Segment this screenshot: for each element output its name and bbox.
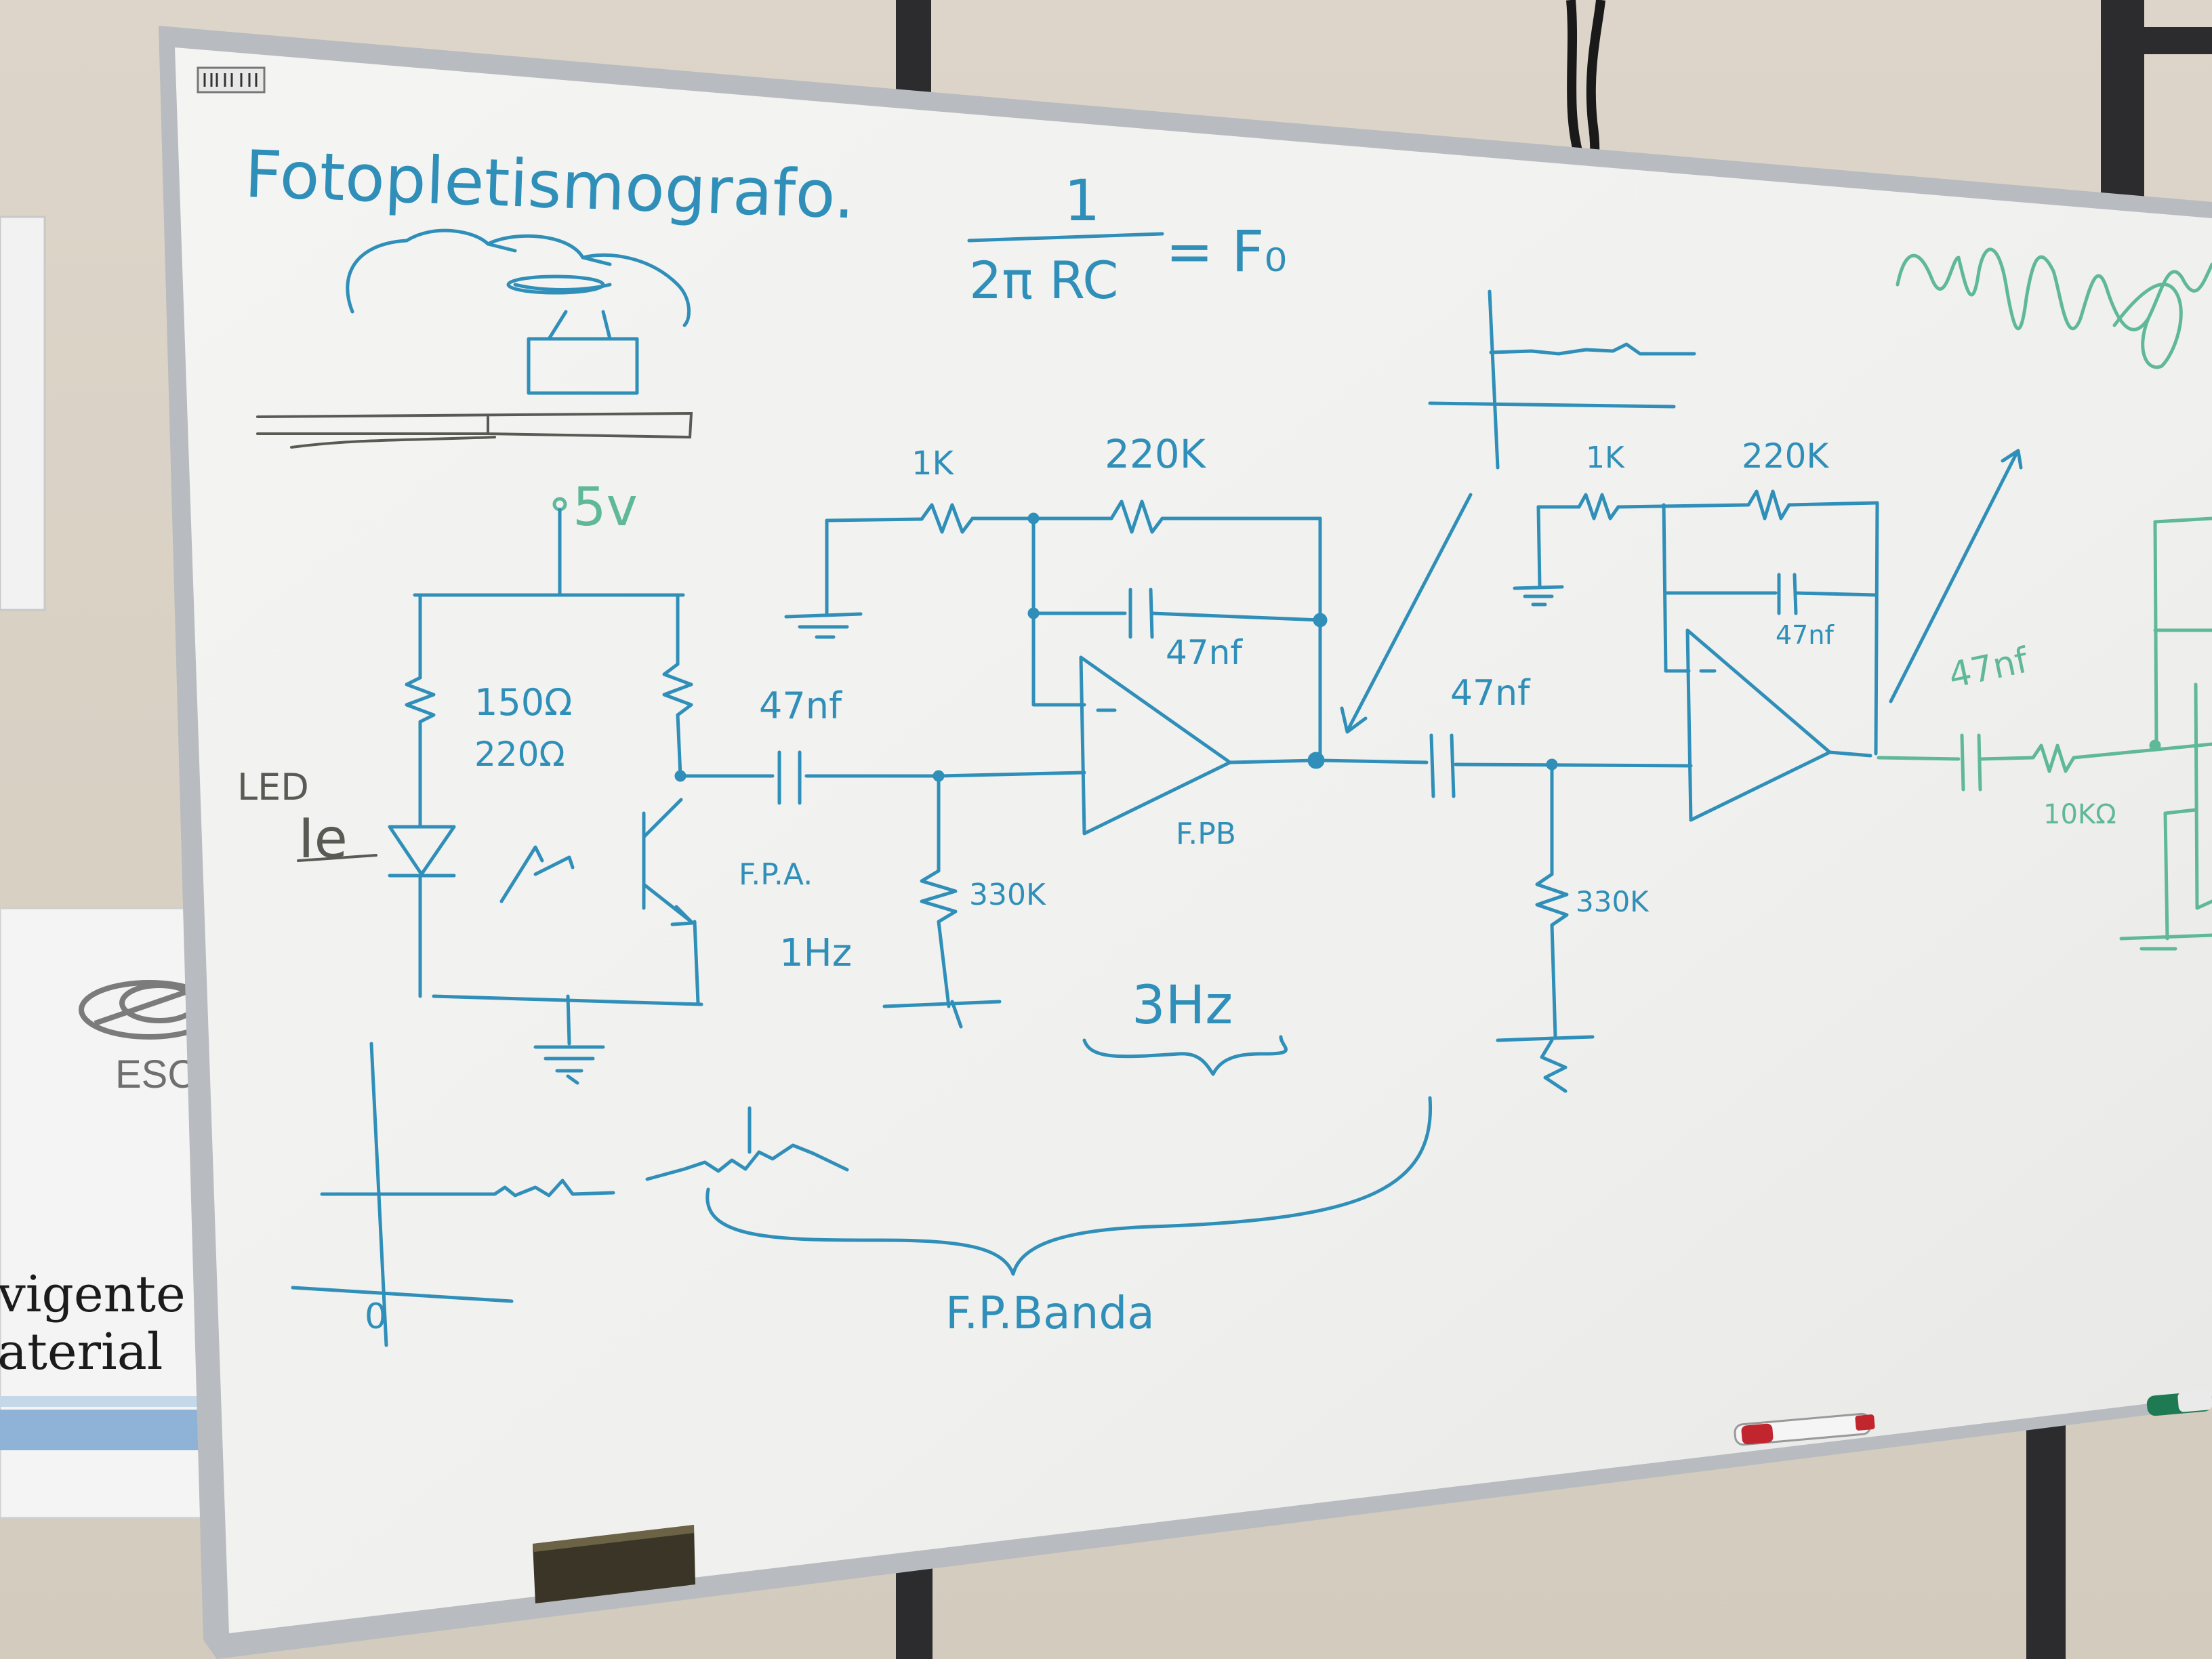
r-1k-a-label: 1K	[912, 445, 955, 483]
whiteboard-surface	[175, 47, 2212, 1633]
r-1k-b-label: 1K	[1586, 441, 1625, 475]
cap-c2	[1429, 733, 1456, 798]
r-220k-a-label: 220K	[1105, 431, 1207, 477]
brace-3hz	[1082, 1035, 1288, 1076]
hp-freq: 1Hz	[779, 931, 852, 975]
resistor-collector	[662, 662, 693, 717]
frame-label-barcode	[203, 73, 258, 87]
opamp-2	[1685, 628, 1832, 822]
c1-label: 47nf	[759, 684, 843, 727]
led-label-arrow	[297, 854, 377, 862]
c-fb-a-label: 47nf	[1166, 633, 1243, 672]
pinned-sheet-top	[0, 216, 46, 611]
ground-3	[784, 612, 863, 639]
axis-zero: 0	[365, 1296, 387, 1337]
cap-c3	[1960, 733, 1982, 792]
r-10k-label: 10KΩ	[2043, 799, 2116, 830]
lp-label: F.PB	[1176, 817, 1236, 851]
phototransistor	[642, 798, 695, 926]
r-330k-b-label: 330K	[1576, 885, 1650, 918]
scope-sketch-bottom	[291, 1042, 849, 1347]
resistor-220k-a	[1109, 499, 1164, 534]
opamp-1	[1079, 655, 1232, 836]
resistor-330k-a	[920, 869, 958, 924]
ground-2	[882, 1000, 1002, 1029]
cap-c1	[777, 750, 802, 805]
c2-label: 47nf	[1450, 673, 1531, 714]
arrow-to-output-1	[1340, 493, 1473, 734]
scope-sketch-top	[1428, 289, 1696, 470]
supply-label: 5v	[573, 477, 638, 538]
resistor-330k-b	[1535, 872, 1569, 927]
led-light-arrows	[499, 845, 575, 903]
r-led-alt-label: 220Ω	[474, 735, 565, 774]
window-frame	[896, 0, 2212, 1659]
resistor-10k	[2031, 743, 2076, 773]
r-330k-a-label: 330K	[969, 878, 1046, 912]
formula-bar	[967, 232, 1164, 243]
brace-band	[705, 1096, 1433, 1276]
led-current-label: Ie	[298, 807, 348, 870]
formula-numerator: 1	[1064, 167, 1100, 234]
red-marker	[1734, 1412, 1875, 1446]
band-label: F.P.Banda	[945, 1287, 1155, 1339]
finger-sensor-sketch	[346, 228, 691, 395]
arrow-to-output-2	[1889, 449, 2023, 703]
ground-4	[1496, 1035, 1595, 1093]
hp-label: F.P.A.	[739, 857, 813, 892]
green-waveform-2	[2112, 283, 2183, 369]
table-sketch	[256, 411, 693, 449]
ground-5	[1513, 585, 1564, 607]
resistor-1k-a	[920, 503, 975, 534]
formula-result: = F₀	[1166, 218, 1287, 285]
poster-line-1: vigente	[0, 1265, 186, 1324]
poster-line-2: aterial	[0, 1323, 163, 1381]
resistor-1k-b	[1577, 493, 1620, 520]
green-marker	[2146, 1389, 2212, 1416]
c-fb-b-label: 47nf	[1776, 620, 1835, 650]
resistor-220k-b	[1746, 489, 1791, 520]
lp-freq: 3Hz	[1132, 975, 1233, 1036]
resistor-led	[405, 676, 436, 724]
ground-6	[2119, 933, 2212, 951]
formula-denominator: 2π RC	[969, 250, 1118, 310]
r-220k-b-label: 220K	[1742, 436, 1829, 476]
poster: ESCO vigente aterial	[0, 907, 226, 1519]
eraser	[533, 1525, 695, 1603]
r-led-label: 150Ω	[474, 681, 572, 724]
ground-1	[533, 1045, 605, 1085]
opamp-3-partial	[2194, 682, 2212, 910]
led-label: LED	[237, 766, 309, 808]
